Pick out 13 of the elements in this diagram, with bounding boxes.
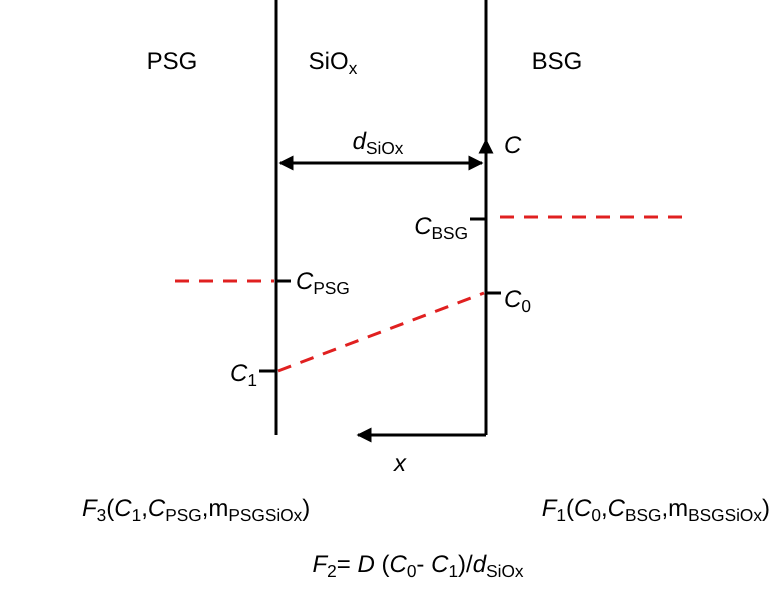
- value-label: C$_{0}$: [504, 288, 531, 316]
- formula: F$_{3}$(C$_{1}$,C$_{PSG}$,m$_{PSGSiOx}$): [82, 497, 310, 524]
- axis-label: x: [394, 452, 406, 476]
- value-label: C$_{BSG}$: [414, 215, 468, 242]
- region-label: SiO$_{x}$: [308, 50, 358, 78]
- axis-label: C: [504, 134, 522, 158]
- region-label: BSG: [532, 50, 582, 74]
- dimension-label: d$_{SiOx}$: [352, 130, 404, 158]
- formula: F$_{1}$(C$_{0}$,C$_{BSG}$,m$_{BSGSiOx}$): [542, 497, 770, 524]
- region-label: PSG: [146, 50, 198, 74]
- formula: F$_{2}$= D (C$_{0}$- C$_{1}$)/d$_{SiOx}$: [312, 553, 524, 580]
- value-label: C$_{1}$: [230, 362, 257, 390]
- value-label: C$_{PSG}$: [296, 270, 350, 298]
